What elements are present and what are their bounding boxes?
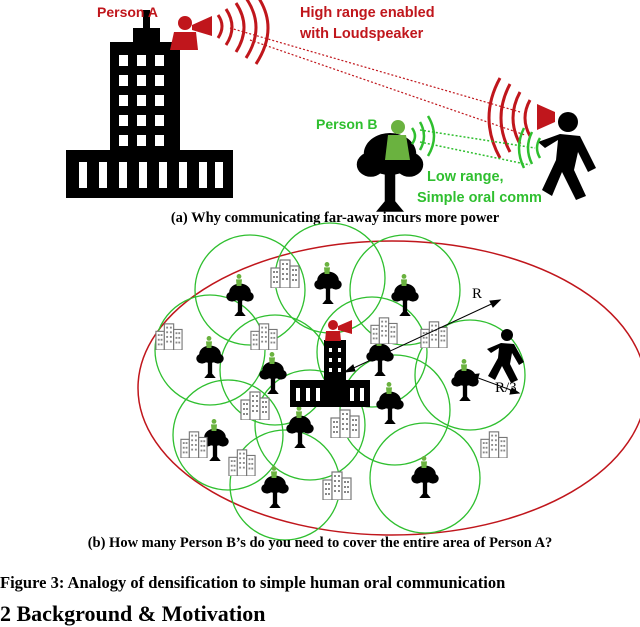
panel-a-caption: (a) Why communicating far-away incurs mo… [171,210,500,226]
low-range-line2: Simple oral comm [417,190,542,206]
loudspeaker-waves-right [487,77,532,159]
short-range-lines [419,129,536,166]
person-a-icon [170,16,212,50]
figure-caption: Figure 3: Analogy of densification to si… [0,573,506,592]
right-loudspeaker-icon [537,104,555,130]
long-range-lines [229,27,526,136]
loudspeaker-label-line2: with Loudspeaker [299,26,424,42]
panel-b: R R/3 [137,222,640,541]
tall-building-icon [66,10,233,198]
radius-arrow-r3 [468,373,521,395]
large-coverage-ellipse [137,240,640,536]
tall-building-windows [79,55,223,188]
walking-person-icon [538,112,596,200]
low-range-line1: Low range, [427,169,504,185]
small-radius-label: R/3 [495,380,517,396]
central-building-icon [290,340,370,407]
radius-arrow-r [343,299,502,373]
panel-a: Person A High range enabled with Loudspe… [66,0,596,226]
section-heading: 2 Background & Motivation [0,601,266,626]
loudspeaker-label-line1: High range enabled [300,5,435,21]
central-person-a-icon [325,320,352,341]
panel-b-caption: (b) How many Person B’s do you need to c… [87,535,553,551]
radius-label: R [472,286,482,302]
person-b-label: Person B [316,116,377,132]
person-b-icon [385,120,410,160]
small-coverage-cells [154,222,526,541]
walking-person-small-icon [487,329,524,383]
voice-waves-right [517,127,542,169]
loudspeaker-waves-a [216,0,270,65]
voice-waves-b [410,115,436,157]
person-a-label: Person A [97,4,158,20]
